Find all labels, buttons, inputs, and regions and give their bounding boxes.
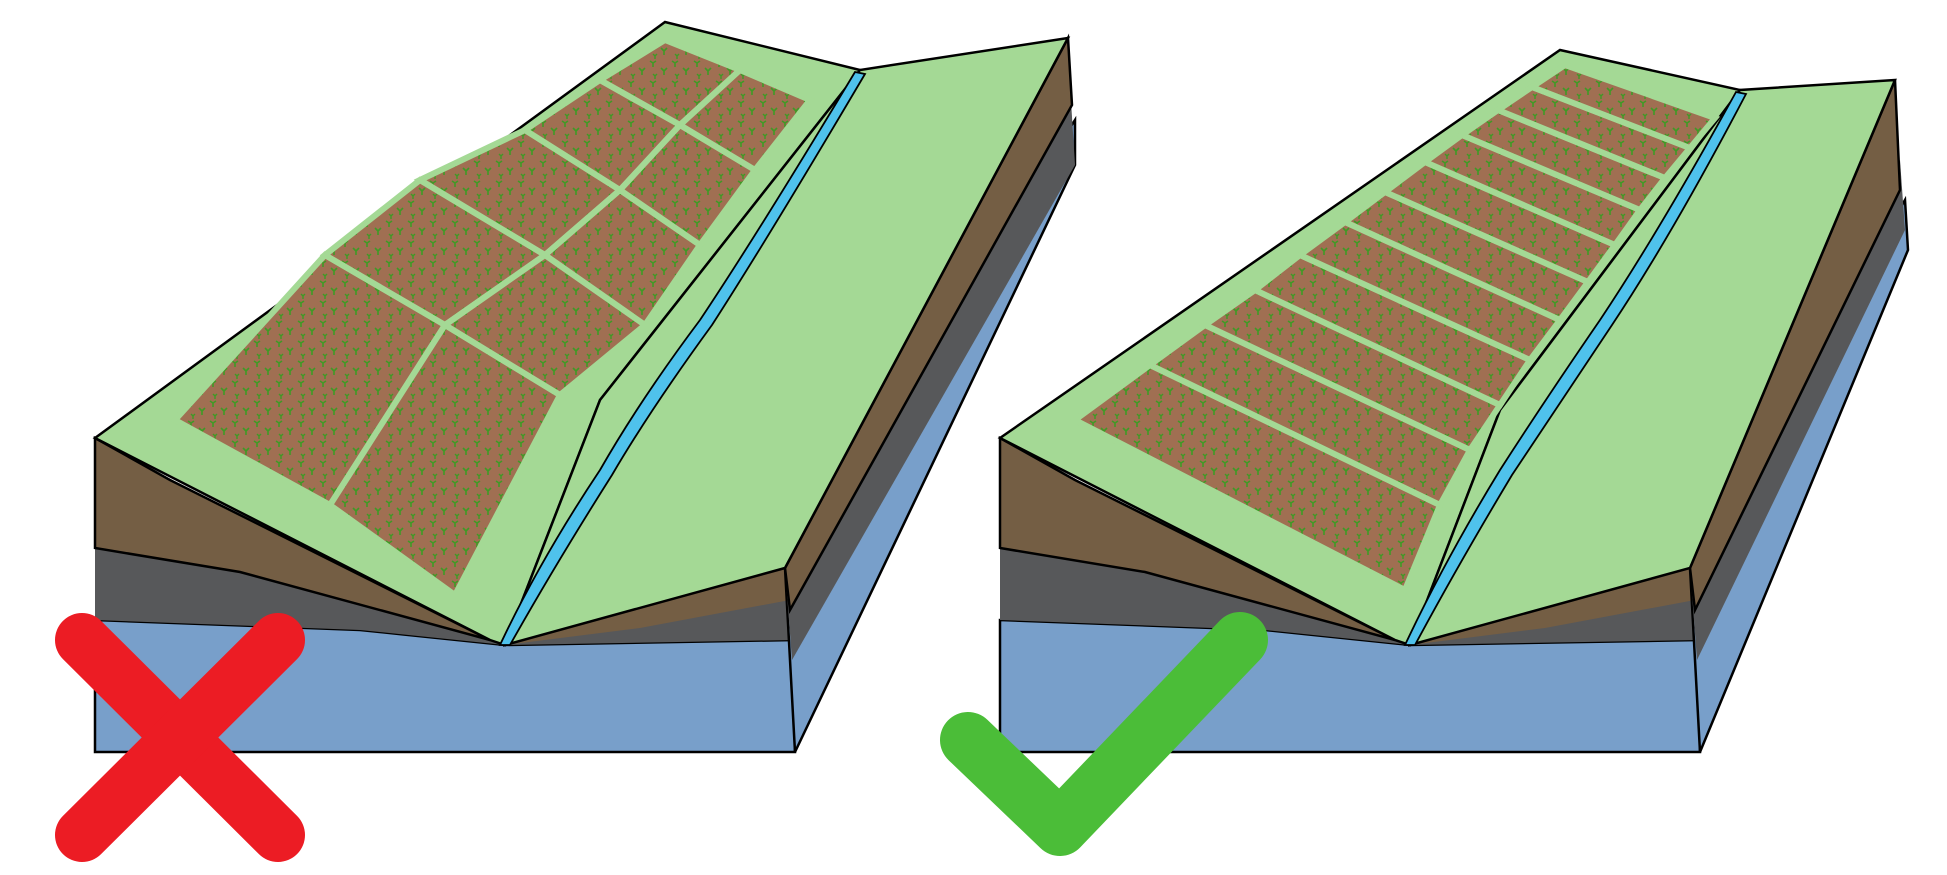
right-landscape <box>997 48 1910 754</box>
left-stream <box>498 70 867 646</box>
left-grass-plateau <box>502 36 1071 647</box>
red-cross-icon <box>55 613 305 862</box>
left-rock-layer <box>95 548 505 645</box>
left-landscape <box>92 20 1077 754</box>
right-grass-plateau <box>1407 78 1897 647</box>
field-strip <box>1525 61 1721 152</box>
field-plot <box>675 66 815 174</box>
right-field-strips <box>1069 61 1721 595</box>
green-check-icon <box>940 612 1268 856</box>
left-topsoil-layer <box>93 435 491 642</box>
right-stream <box>1403 90 1748 646</box>
right-topsoil-layer <box>998 435 1396 642</box>
right-rock-layer <box>1000 548 1410 645</box>
left-field-plots <box>170 36 815 600</box>
